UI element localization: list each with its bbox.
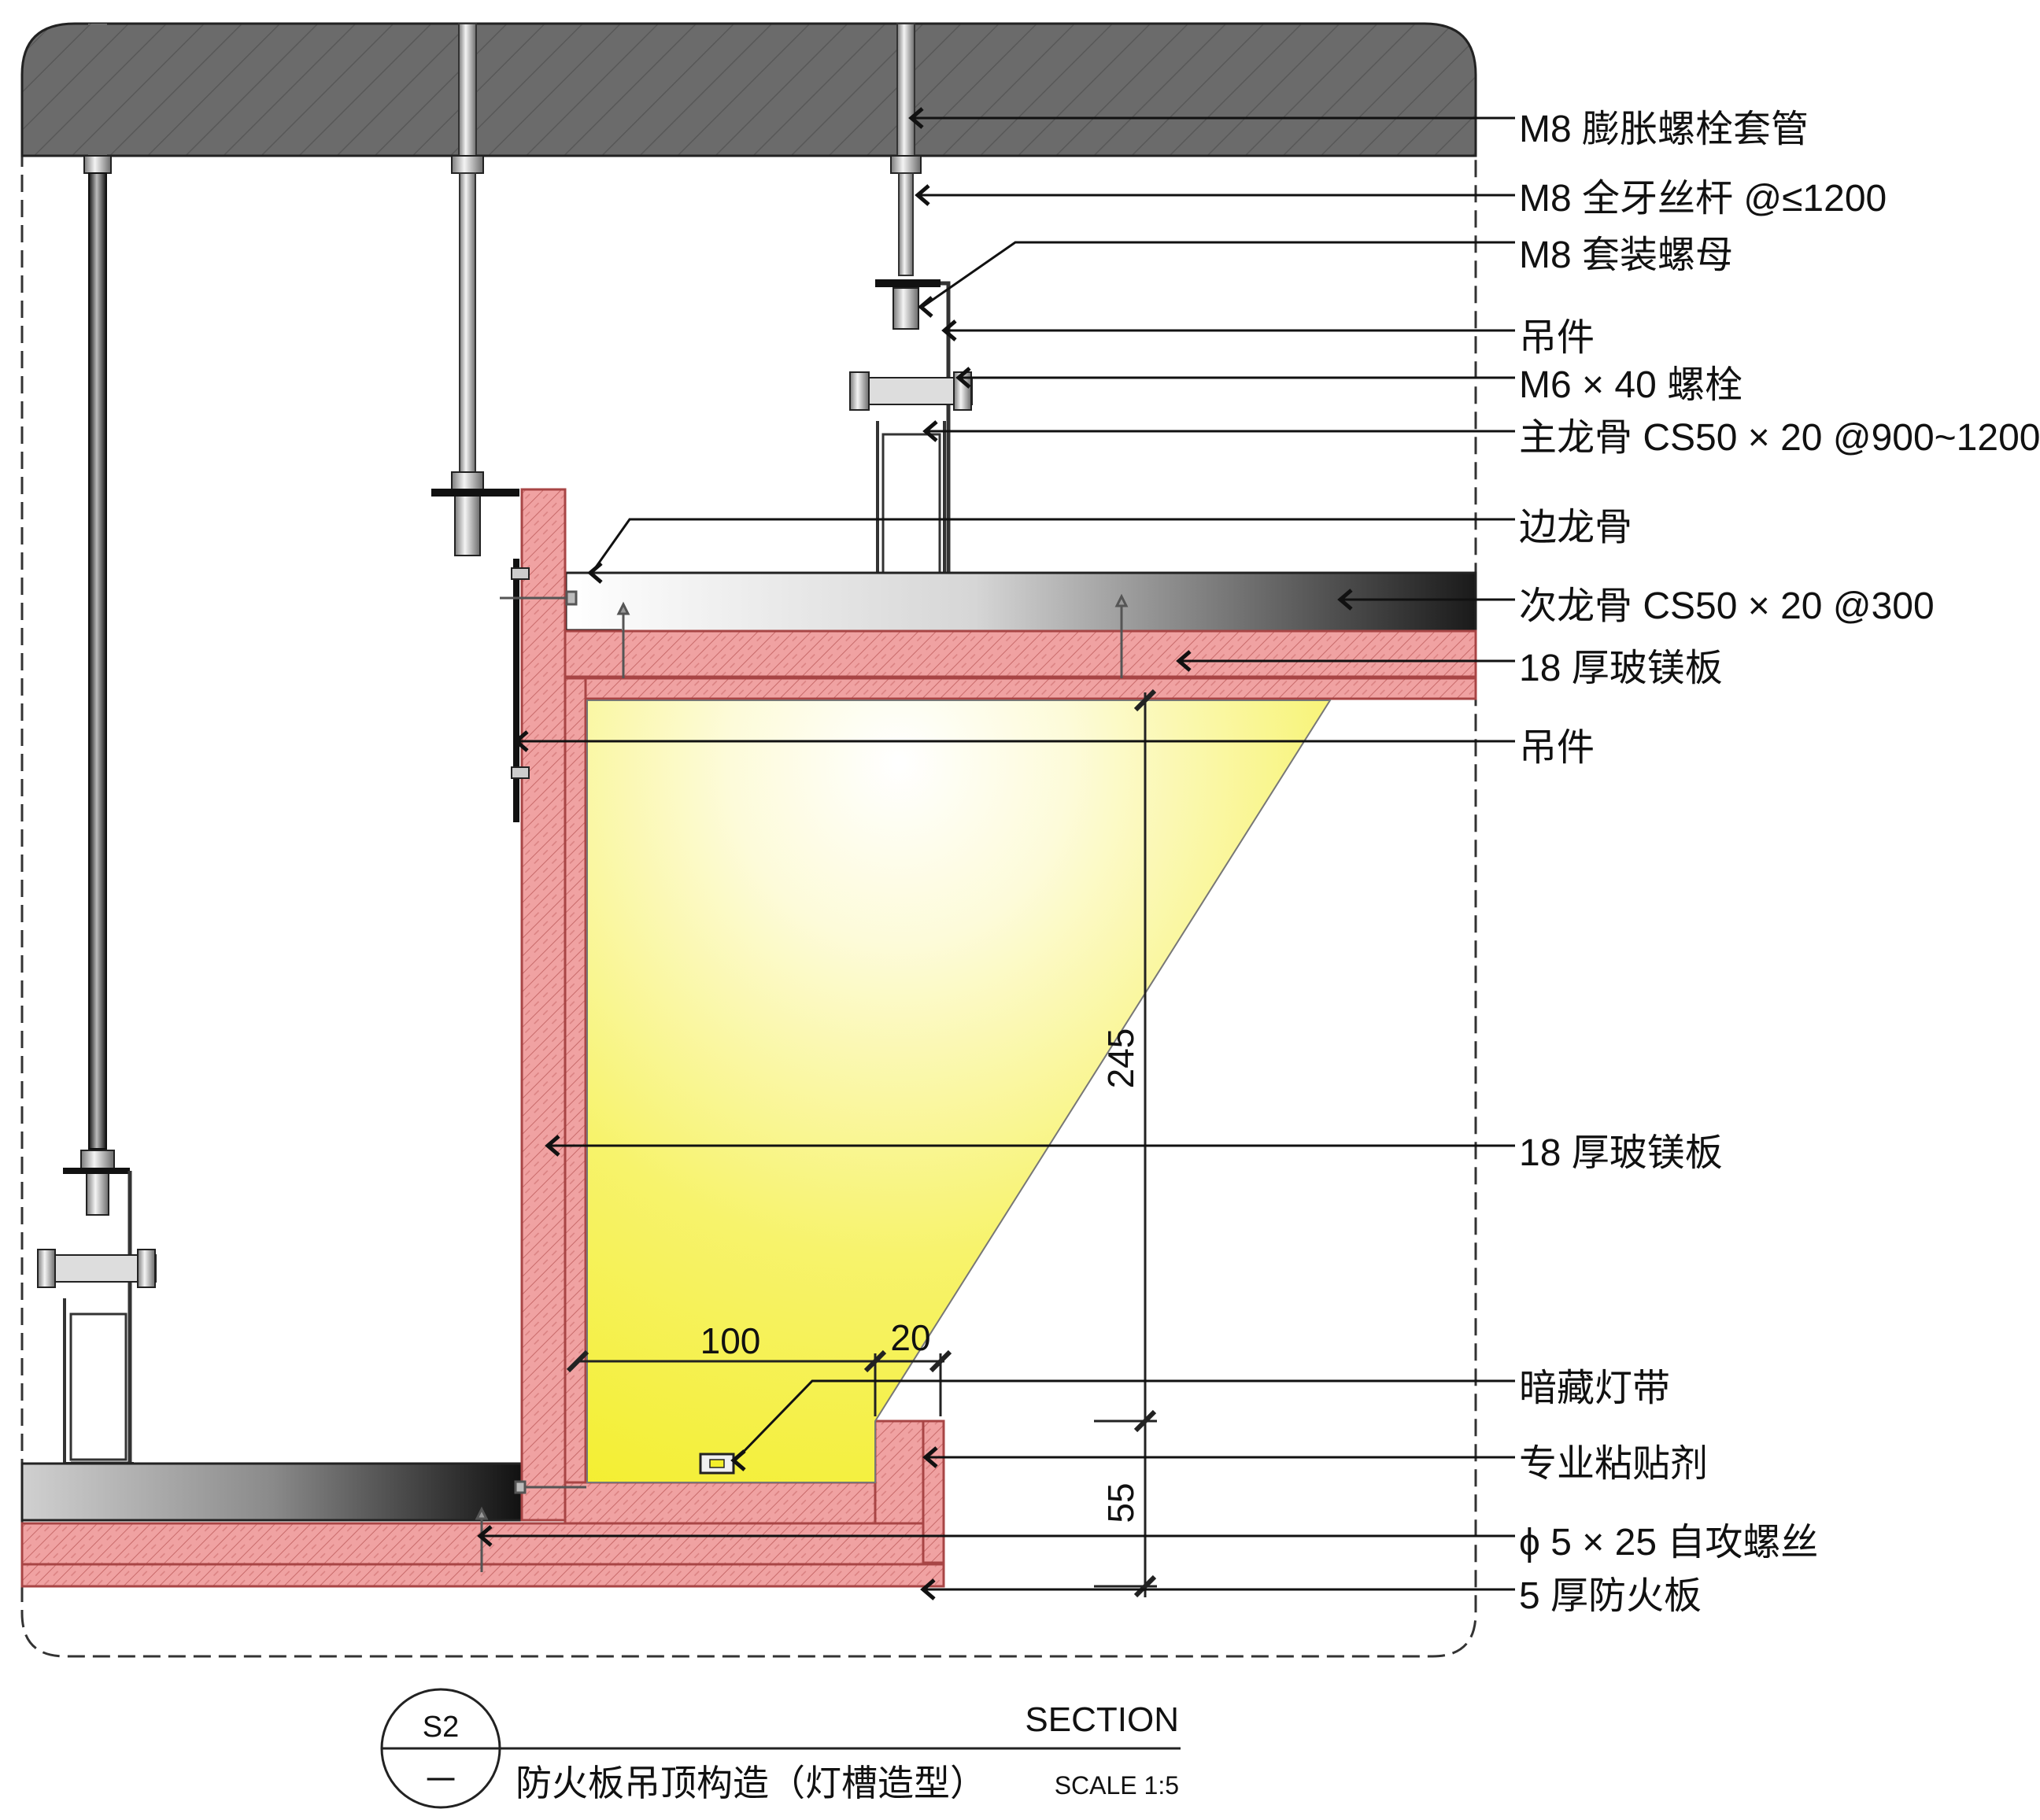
hanger-bracket-side [511,559,530,822]
fireproof-board-cove-side [564,677,587,1484]
callout-board-vertical: 18 厚玻镁板 [1519,1132,1723,1174]
screws [475,590,1129,1572]
callout-m6-bolt: M6 × 40 螺栓 [1519,364,1743,406]
dim-width-main: 100 [700,1320,761,1361]
hanger-rod-right [849,23,973,585]
callout-hanger-side: 吊件 [1519,727,1595,769]
glass-magnesium-board-lower [20,1522,925,1566]
hanger-rod-middle [431,23,519,556]
fireproof-board-upper [564,677,1477,700]
section-id: S2 [423,1711,459,1744]
secondary-keel-lower [20,1462,523,1522]
glass-magnesium-board-upper [564,629,1477,678]
cove-lip-board [874,1419,925,1525]
callout-main-keel: 主龙骨 CS50 × 20 @900~1200 [1519,417,2040,459]
drawing-frame [20,150,1477,1658]
callout-adhesive: 专业粘贴剂 [1519,1443,1708,1485]
callout-nut-set: M8 套装螺母 [1519,234,1733,276]
dim-height-cove: 245 [1100,1028,1141,1089]
callout-threaded-rod: M8 全牙丝杆 @≤1200 [1519,178,1887,220]
callout-board-upper: 18 厚玻镁板 [1519,648,1723,689]
cove-lip-fireproof [922,1419,945,1564]
hanger-rod-left [37,24,157,1466]
title-block: S2 一 SECTION 防火板吊顶构造（灯槽造型） SCALE 1:5 [380,1688,1181,1809]
dim-width-lip: 20 [890,1317,930,1358]
section-label: SECTION [1025,1700,1179,1739]
cove-bottom-board [564,1481,925,1525]
callout-edge-keel: 边龙骨 [1519,507,1632,548]
drawing-scale: SCALE 1:5 [1055,1771,1179,1800]
drawing-title: 防火板吊顶构造（灯槽造型） [516,1763,986,1803]
callout-expansion-bolt-sleeve: M8 膨胀螺栓套管 [1519,109,1809,150]
concrete-slab [20,22,1477,157]
dim-height-lip: 55 [1100,1482,1141,1523]
leader-arrow-marks [477,107,1353,1600]
callout-hidden-led: 暗藏灯带 [1519,1368,1670,1409]
callout-secondary-keel: 次龙骨 CS50 × 20 @300 [1519,585,1935,627]
callout-tapping-screw: ϕ 5 × 25 自攻螺丝 [1519,1522,1818,1563]
callout-fireproof-board: 5 厚防火板 [1519,1575,1702,1617]
glass-magnesium-board-vertical [520,488,567,1522]
light-beam [586,700,1332,1483]
leader-lines [482,116,1515,1591]
callout-hanger-top: 吊件 [1519,317,1595,359]
secondary-keel-upper [564,571,1477,633]
section-sheet: 一 [426,1765,456,1798]
